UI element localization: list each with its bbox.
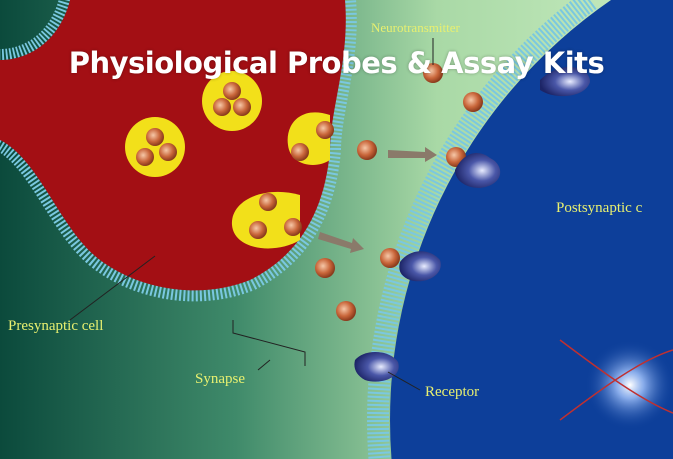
label-receptor: Receptor [425, 384, 480, 400]
receptors [354, 67, 590, 382]
label-presynaptic-cell: Presynaptic cell [8, 318, 104, 334]
page-title: Physiological Probes & Assay Kits [68, 46, 605, 80]
label-postsynaptic-cell: Postsynaptic c [556, 200, 643, 216]
dna-glow [585, 340, 673, 430]
label-synapse: Synapse [195, 371, 245, 387]
postsynaptic-cell [390, 0, 673, 459]
vesicles [125, 71, 334, 249]
label-neurotransmitter: Neurotransmitter [371, 20, 460, 35]
arrow-icon [388, 147, 437, 162]
leader-lines [69, 38, 434, 391]
dna-helix-icon [559, 339, 673, 421]
neurotransmitter-molecules [315, 63, 483, 321]
arrow-icon [318, 232, 364, 253]
